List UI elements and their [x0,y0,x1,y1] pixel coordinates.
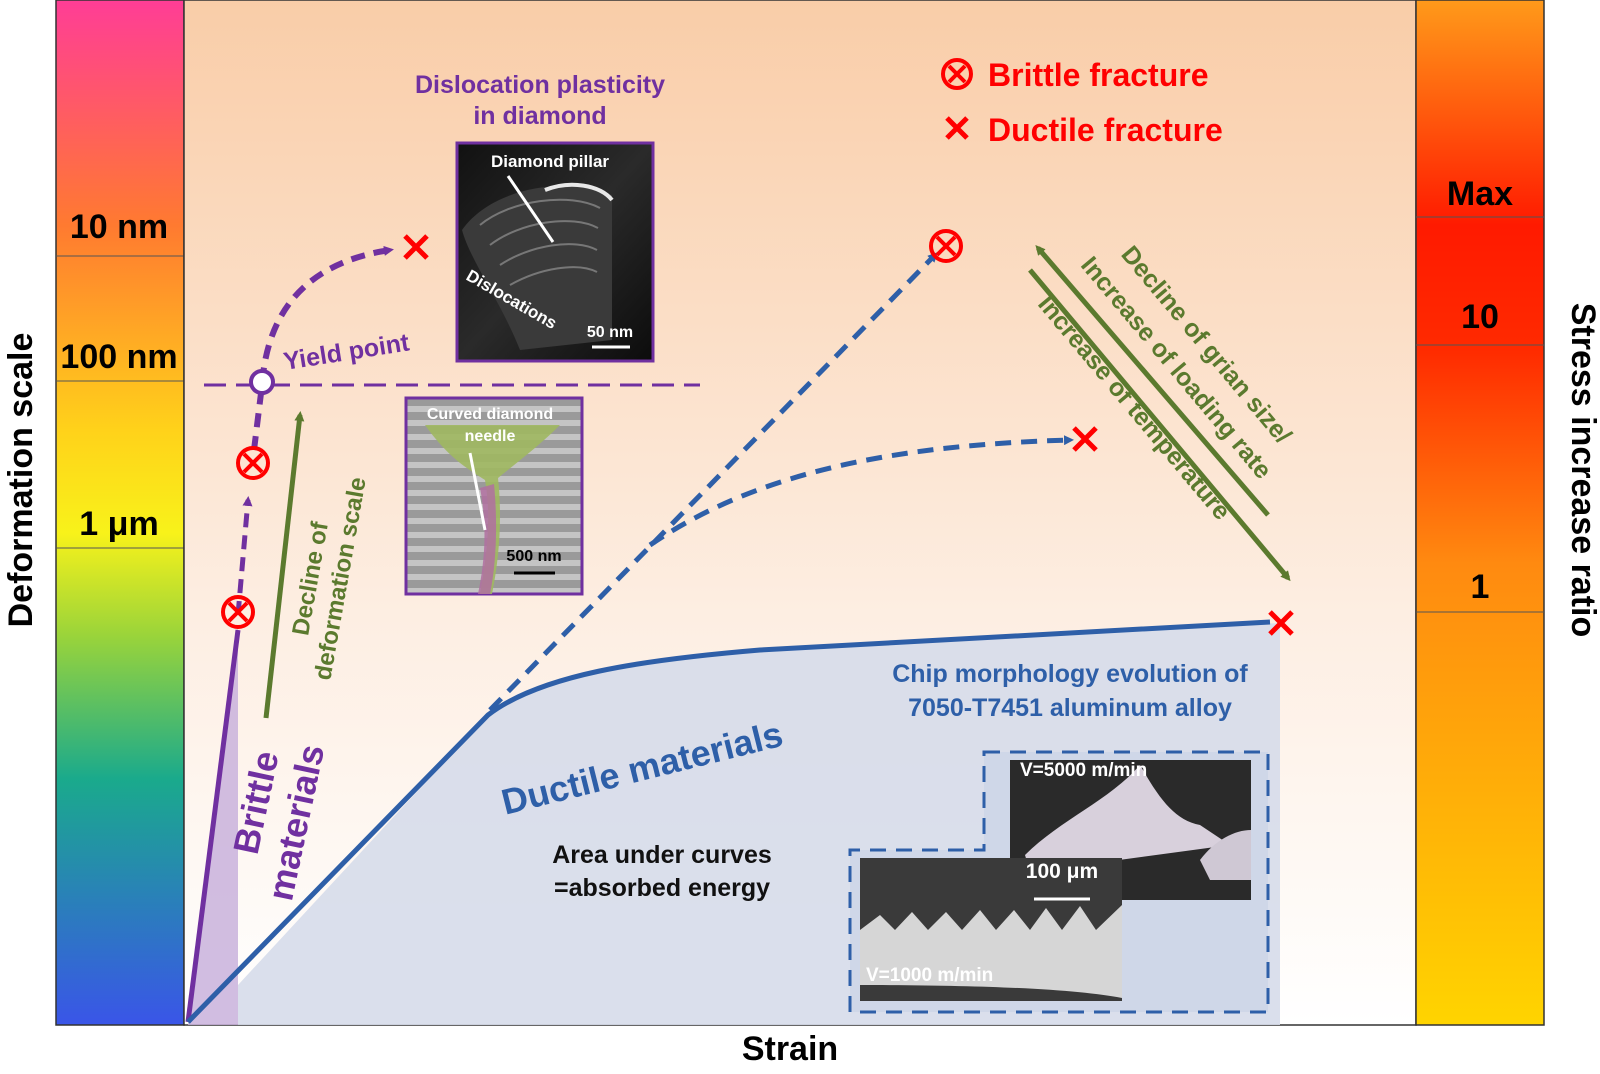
grain-size-arrow [1035,244,1270,517]
ductile-curve [186,619,1271,1024]
chip-v1000-label: V=1000 m/min [866,965,993,986]
brittle-fracture-marker-1 [221,595,255,629]
ductile-fracture-marker-2 [1072,426,1098,452]
area-label-1: Area under curves [552,841,772,869]
brittle-legend-icon [941,58,973,90]
needle-label-2: needle [465,428,516,445]
chip-morphology-image: V=5000 m/min 100 μm V=1000 m/min [848,750,1270,1014]
deformation-scale-title: Deformation scale [2,333,40,628]
tick-10: 10 [1461,298,1499,336]
chip-title-2: 7050-T7451 aluminum alloy [908,694,1232,722]
legend-ductile: Ductile fracture [988,112,1223,148]
tick-max: Max [1447,175,1513,213]
brittle-fracture-marker-3 [929,229,963,263]
tick-10nm: 10 nm [70,208,168,246]
area-label-2: =absorbed energy [554,874,770,902]
pillar-scale-label: 50 nm [587,324,633,341]
brittle-curve [185,629,241,1023]
chip-scale-label: 100 μm [1026,860,1098,883]
tick-1um: 1 μm [79,505,158,543]
brittle-dashed-up [235,496,253,616]
deformation-scale-bar: 10 nm 100 nm 1 μm [55,0,185,1026]
ductile-fracture-marker-1 [403,234,429,260]
ductile-legend-icon [945,116,969,140]
decline-deformation-arrow [263,411,305,719]
legend: Brittle fracture Ductile fracture [941,57,1223,148]
chip-title-1: Chip morphology evolution of [892,660,1248,688]
dislocation-title-1: Dislocation plasticity [415,71,665,99]
brittle-fracture-marker-2 [236,446,270,480]
ductile-dashed-steep [488,252,938,712]
ductile-dashed-mid [648,435,1074,548]
legend-brittle: Brittle fracture [988,57,1209,93]
diamond-pillar-image: Diamond pillar Dislocations 50 nm [455,141,655,363]
dislocation-title-2: in diamond [473,102,606,130]
tick-1: 1 [1471,568,1490,606]
tick-100nm: 100 nm [60,338,177,376]
diamond-needle-image: Curved diamond needle 500 nm [404,396,584,596]
stress-ratio-title: Stress increase ratio [1564,303,1600,638]
needle-label-1: Curved diamond [427,406,553,423]
needle-scale-label: 500 nm [506,548,561,565]
yield-point-marker [249,369,275,395]
stress-ratio-bar: Max 10 1 [1415,0,1545,1026]
strain-label: Strain [742,1030,838,1068]
chip-v5000-label: V=5000 m/min [1020,760,1147,781]
temperature-arrow [1028,268,1291,582]
ductile-fracture-marker-3 [1268,610,1294,636]
pillar-label: Diamond pillar [491,152,609,171]
